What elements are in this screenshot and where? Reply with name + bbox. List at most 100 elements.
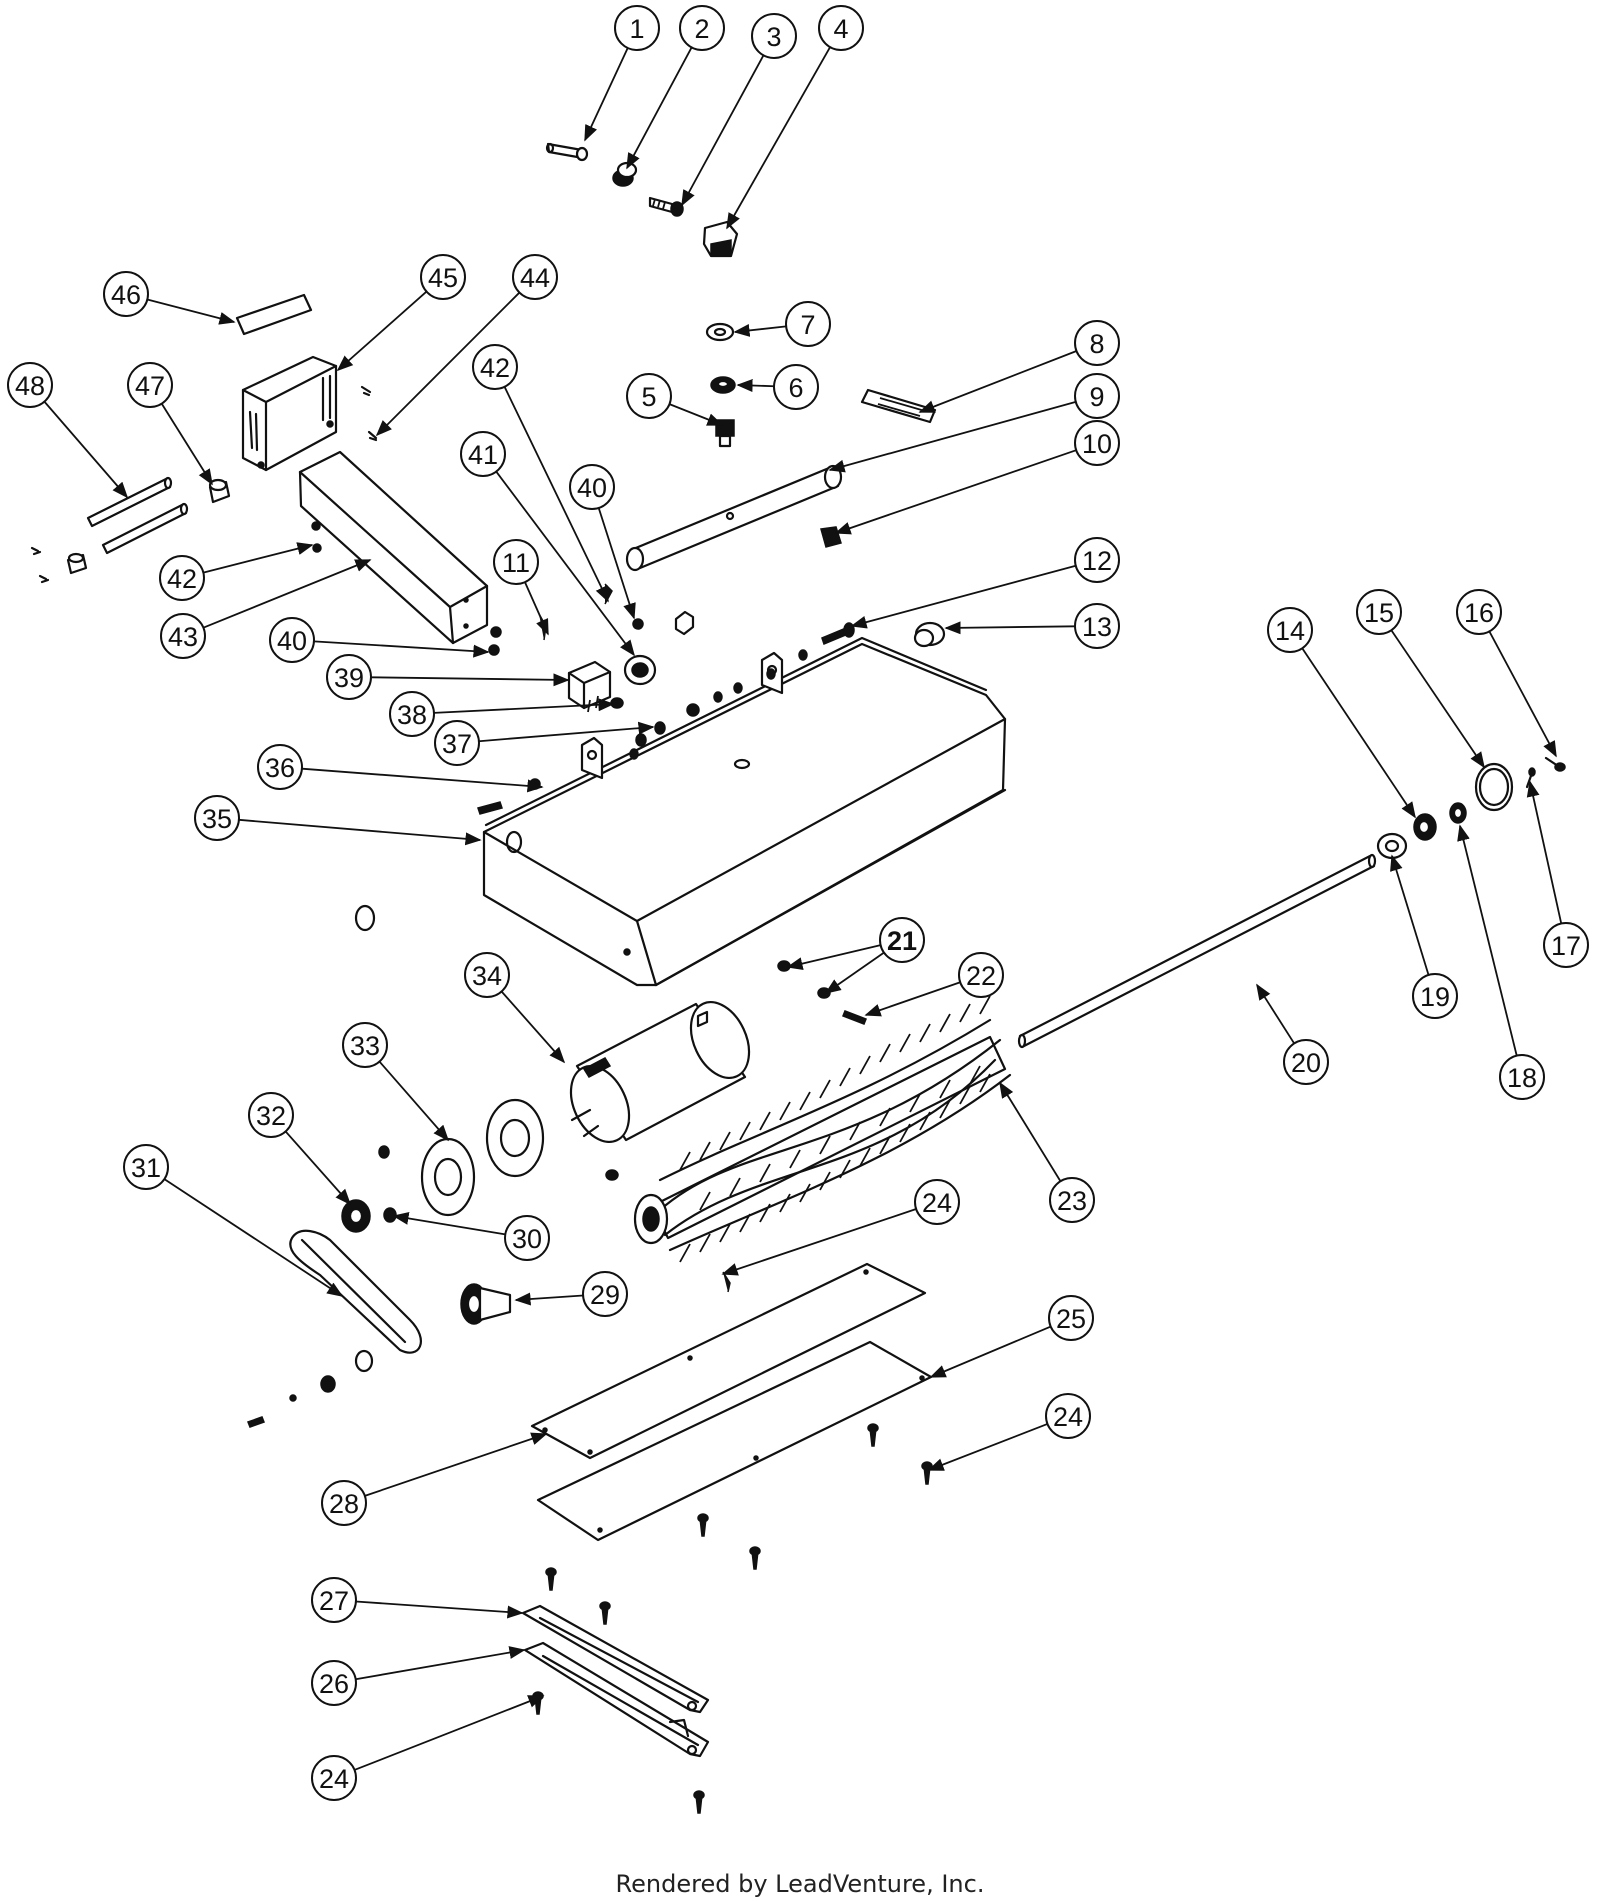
callout-circle [311,1660,357,1706]
callout-10[interactable]: 10 [1074,420,1120,466]
callout-28[interactable]: 28 [321,1480,367,1526]
callout-circle [7,362,53,408]
callout-44[interactable]: 44 [512,254,558,300]
callout-48[interactable]: 48 [7,362,53,408]
part-rods-48 [30,476,189,584]
callout-circle [342,1022,388,1068]
callout-11[interactable]: 11 [493,539,539,585]
callout-24[interactable]: 24 [311,1755,357,1801]
leader-line-17 [1526,780,1563,924]
leader-line-24 [354,1695,545,1771]
callout-number: 19 [1420,982,1450,1012]
callout-number: 18 [1507,1063,1537,1093]
callout-21[interactable]: 21 [879,917,925,963]
callout-40[interactable]: 40 [269,617,315,663]
callout-37[interactable]: 37 [434,720,480,766]
part-label-8 [860,388,937,424]
callout-41[interactable]: 41 [460,431,506,477]
callout-number: 3 [766,22,781,52]
leader-line-26 [355,1646,526,1681]
callout-45[interactable]: 45 [420,254,466,300]
callout-number: 33 [350,1031,380,1061]
callout-26[interactable]: 26 [311,1660,357,1706]
part-belt-31 [289,1229,422,1354]
part-bolt-12 [821,622,855,646]
leader-line-47 [160,403,213,486]
leader-line-8 [918,350,1077,413]
callout-32[interactable]: 32 [248,1092,294,1138]
part-washer-6 [710,376,736,394]
callout-34[interactable]: 34 [464,952,510,998]
part-screw-3 [648,196,684,217]
callout-7[interactable]: 7 [785,301,831,347]
callout-23[interactable]: 23 [1049,1177,1095,1223]
callout-5[interactable]: 5 [626,373,672,419]
callout-6[interactable]: 6 [773,364,819,410]
leader-line-40 [313,640,490,658]
callout-42[interactable]: 42 [159,555,205,601]
leader-line-12 [850,564,1076,629]
callout-20[interactable]: 20 [1283,1039,1329,1085]
callout-38[interactable]: 38 [389,691,435,737]
callout-29[interactable]: 29 [582,1271,628,1317]
callout-36[interactable]: 36 [257,744,303,790]
callout-17[interactable]: 17 [1543,922,1589,968]
callout-circle [626,373,672,419]
leader-line-34 [500,990,566,1064]
callout-47[interactable]: 47 [127,362,173,408]
leader-line-39 [370,673,570,687]
callout-circle [1456,589,1502,635]
callout-8[interactable]: 8 [1074,320,1120,366]
callout-number: 40 [277,626,307,656]
leader-line-7 [733,323,787,337]
callout-16[interactable]: 16 [1456,589,1502,635]
callout-circle [464,952,510,998]
callout-number: 15 [1364,598,1394,628]
callout-40[interactable]: 40 [569,464,615,510]
callout-24[interactable]: 24 [1045,1393,1091,1439]
callout-circle [1049,1177,1095,1223]
callout-14[interactable]: 14 [1267,607,1313,653]
callout-39[interactable]: 39 [326,654,372,700]
part-collar-18 [1449,802,1467,824]
callout-3[interactable]: 3 [751,13,797,59]
callout-4[interactable]: 4 [818,5,864,51]
callout-2[interactable]: 2 [679,5,725,51]
callout-number: 22 [966,961,996,991]
callout-35[interactable]: 35 [194,795,240,841]
callout-15[interactable]: 15 [1356,589,1402,635]
part-pin-17 [1525,767,1536,789]
callout-24[interactable]: 24 [914,1179,960,1225]
part-screws-44 [360,385,378,442]
callout-42[interactable]: 42 [472,344,518,390]
leader-line-29 [514,1292,584,1306]
callout-number: 20 [1291,1048,1321,1078]
callout-circle [159,555,205,601]
callout-number: 29 [590,1280,620,1310]
callout-25[interactable]: 25 [1048,1295,1094,1341]
callout-1[interactable]: 1 [614,5,660,51]
leader-line-28 [364,1432,548,1497]
callout-19[interactable]: 19 [1412,973,1458,1019]
callout-number: 48 [15,371,45,401]
callout-circle [773,364,819,410]
callout-circle [582,1271,628,1317]
leader-line-25 [929,1325,1052,1378]
callout-number: 25 [1056,1304,1086,1334]
callout-18[interactable]: 18 [1499,1054,1545,1100]
leader-line-20 [1256,983,1295,1044]
callout-circle [434,720,480,766]
callout-30[interactable]: 30 [504,1215,550,1261]
callout-9[interactable]: 9 [1074,373,1120,419]
callout-31[interactable]: 31 [123,1144,169,1190]
callout-43[interactable]: 43 [160,613,206,659]
callout-number: 27 [319,1586,349,1616]
callout-22[interactable]: 22 [958,952,1004,998]
callout-12[interactable]: 12 [1074,537,1120,583]
callout-46[interactable]: 46 [103,271,149,317]
callout-27[interactable]: 27 [311,1577,357,1623]
callout-33[interactable]: 33 [342,1022,388,1068]
callout-13[interactable]: 13 [1074,603,1120,649]
callout-circle [512,254,558,300]
